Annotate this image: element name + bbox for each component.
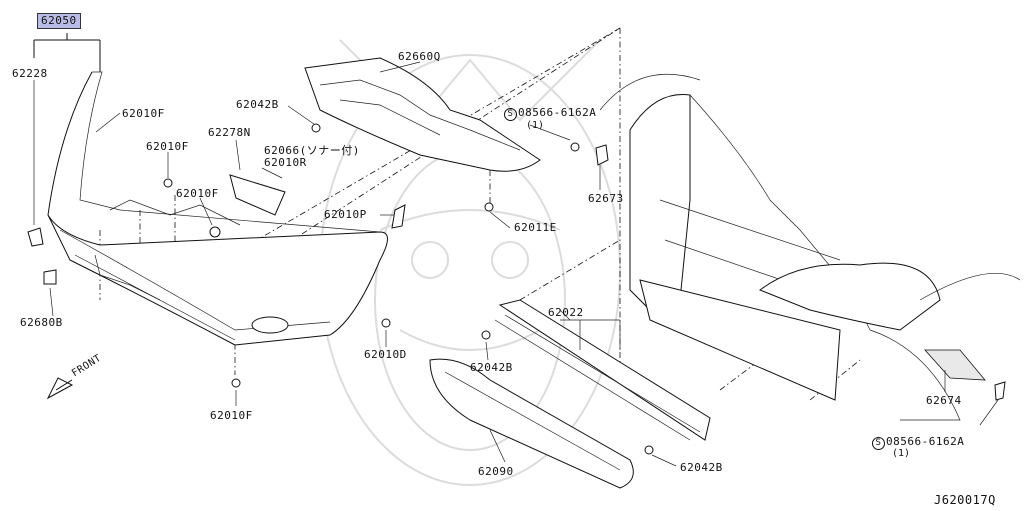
body-structure [599,73,1021,421]
part-62042B-upper[interactable]: 62042B [236,98,279,111]
part-62660Q[interactable]: 62660Q [398,50,441,63]
part-62010R[interactable]: 62010R [264,156,307,169]
leader-lines [49,61,999,467]
part-62228[interactable]: 62228 [12,67,48,80]
upper-shroud [304,57,541,172]
part-62010P[interactable]: 62010P [324,208,367,221]
part-62050-highlighted[interactable]: 62050 [37,13,81,29]
part-62673[interactable]: 62673 [588,192,624,205]
part-08566-6162A-lower-number: 08566-6162A [886,435,965,448]
part-62090[interactable]: 62090 [478,465,514,478]
part-62022[interactable]: 62022 [548,306,584,319]
bumper-reinforcement [494,299,711,441]
part-62011E[interactable]: 62011E [514,221,557,234]
front-arrow-icon [46,377,74,400]
part-08566-upper-qty: (1) [526,120,545,131]
fasteners [27,123,1006,455]
part-62042B-middle[interactable]: 62042B [470,361,513,374]
diagram-code: J620017Q [934,493,996,507]
part-62278N[interactable]: 62278N [208,126,251,139]
screw-symbol-icon: S [872,437,885,450]
part-62680B[interactable]: 62680B [20,316,63,329]
part-62010F-grommet[interactable]: 62010F [176,187,219,200]
energy-absorber [429,358,634,489]
part-62010D[interactable]: 62010D [364,348,407,361]
part-62010F-lower[interactable]: 62010F [210,409,253,422]
part-62674[interactable]: 62674 [926,394,962,407]
group-bracket-62050 [33,33,101,225]
part-08566-lower-qty: (1) [892,448,911,459]
part-62010F-clip[interactable]: 62010F [146,140,189,153]
part-62010F-upper[interactable]: 62010F [122,107,165,120]
part-08566-6162A-upper-number: 08566-6162A [518,106,597,119]
part-62066-sonar[interactable]: 62066(ソナー付) [264,144,360,157]
bumper-fascia [47,71,388,346]
screw-symbol-icon: S [504,108,517,121]
part-62042B-lower[interactable]: 62042B [680,461,723,474]
